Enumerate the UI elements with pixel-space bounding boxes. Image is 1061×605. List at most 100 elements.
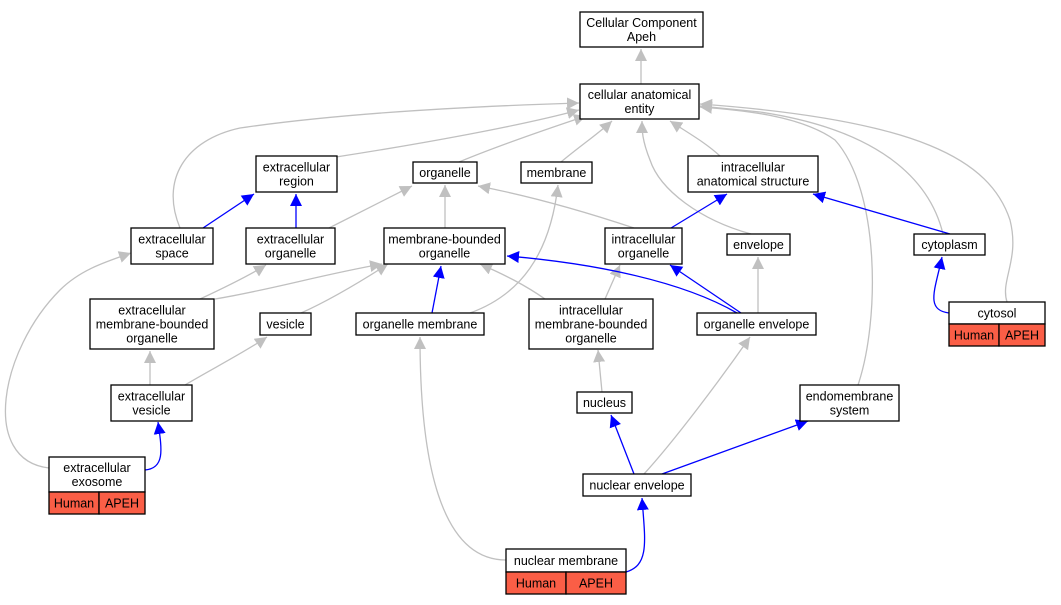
node-vesicle[interactable]: vesicle [259, 312, 312, 336]
node-nucleus[interactable]: nucleus [576, 391, 633, 414]
edge-membrane-to-cae [560, 120, 613, 163]
edge-cytosol-to-cae [699, 98, 1014, 303]
node-label: endomembrane [806, 390, 894, 404]
edge-ecspace-to-ecregion [202, 193, 255, 229]
edge-envelope-to-cae [636, 120, 752, 235]
node-label: system [830, 404, 870, 418]
node-membrane[interactable]: membrane [520, 161, 593, 184]
edge-ecregion-to-cae [335, 107, 580, 158]
edge-nucenv-to-orgenv [643, 336, 751, 475]
node-label: organelle [126, 332, 177, 346]
node-envelope[interactable]: envelope [726, 233, 791, 256]
node-label: vesicle [266, 318, 304, 332]
node-label: organelle [618, 247, 669, 261]
edge-ecmbo-to-mbo [214, 260, 383, 300]
node-label: Apeh [627, 30, 656, 44]
node-label: nuclear envelope [589, 479, 684, 493]
node-label: membrane [527, 166, 587, 180]
node-label: organelle [419, 247, 470, 261]
node-box [726, 233, 791, 256]
node-box [255, 155, 338, 193]
node-label: cytosol [978, 307, 1017, 321]
node-label: extracellular [263, 161, 330, 175]
edge-nucmem-to-nucenv [625, 497, 649, 573]
node-label: extracellular [118, 390, 185, 404]
node-box [110, 384, 193, 422]
node-label: Cellular Component [586, 16, 697, 30]
node-box [520, 161, 593, 184]
node-label: extracellular [138, 233, 205, 247]
annotation-cell [565, 571, 627, 595]
edge-icorg-to-organelle [477, 182, 635, 229]
species-label: Human [54, 497, 94, 511]
node-box [582, 473, 692, 497]
node-box [579, 83, 700, 120]
edge-cytoplasm-to-cae [699, 101, 944, 235]
node-cytoplasm[interactable]: cytoplasm [913, 233, 986, 256]
node-box [528, 298, 654, 350]
node-box [576, 391, 633, 414]
node-box [799, 384, 900, 422]
node-organelle[interactable]: organelle [412, 161, 478, 184]
annotation-cell [98, 491, 146, 515]
edge-ecspace-to-cae [172, 97, 580, 229]
node-label: organelle [565, 332, 616, 346]
node-label: entity [625, 102, 656, 116]
node-orgenv[interactable]: organelle envelope [696, 312, 817, 336]
gene-label: APEH [579, 577, 613, 591]
edge-icorg-to-ias [670, 193, 728, 229]
node-label: cellular anatomical [588, 88, 692, 102]
gene-label: APEH [105, 497, 139, 511]
node-nucmem[interactable]: nuclear membrane [505, 548, 627, 573]
node-label: intracellular [559, 304, 623, 318]
edge-nucenv-to-endomem [661, 419, 809, 475]
node-label: space [155, 247, 188, 261]
edge-ecmbo-to-ecorg [199, 264, 267, 300]
node-label: cytoplasm [921, 238, 977, 252]
node-nucenv[interactable]: nuclear envelope [582, 473, 692, 497]
edge-icmbo-to-icorg [604, 264, 621, 300]
node-label: membrane-bounded [96, 318, 209, 332]
node-label: organelle [419, 166, 470, 180]
node-cytosol[interactable]: cytosol [948, 301, 1046, 325]
edge-ecorg-to-organelle [328, 185, 413, 229]
edge-orgmem-to-mbo [431, 265, 445, 314]
node-label: nucleus [583, 396, 626, 410]
node-label: membrane-bounded [388, 233, 501, 247]
node-orgmem[interactable]: organelle membrane [355, 312, 485, 336]
node-label: extracellular [118, 304, 185, 318]
edge-exosome-to-ecves [4, 251, 132, 469]
node-box [604, 227, 683, 265]
node-label: extracellular [63, 461, 130, 475]
edge-exosome-to-ecspace [144, 421, 166, 471]
edge-vesicle-to-mbo [300, 263, 389, 314]
node-label: membrane-bounded [535, 318, 648, 332]
node-box [913, 233, 986, 256]
edge-nucleus-to-icmbo [593, 349, 606, 393]
node-label: region [279, 175, 314, 189]
node-label: exosome [72, 475, 123, 489]
node-label: nuclear membrane [514, 554, 618, 568]
annotation-cell [998, 323, 1046, 347]
node-box [355, 312, 485, 336]
node-label: organelle [265, 247, 316, 261]
node-label: anatomical structure [697, 175, 810, 189]
node-label: envelope [733, 238, 784, 252]
node-box [130, 227, 214, 265]
